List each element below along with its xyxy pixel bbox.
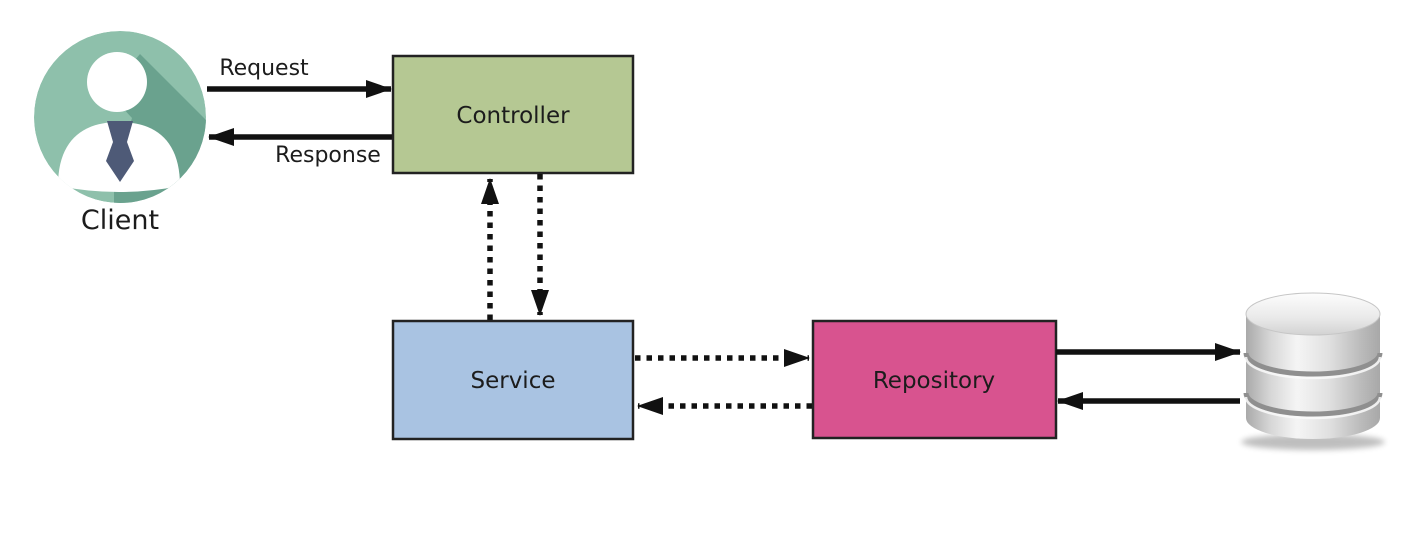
response-label: Response	[275, 143, 381, 168]
client-label: Client	[81, 205, 159, 236]
database-groove	[1243, 352, 1383, 377]
repository-label: Repository	[873, 368, 995, 394]
edge-request: Request	[207, 56, 392, 98]
avatar-head	[87, 52, 147, 112]
database-body	[1246, 314, 1380, 439]
avatar-tie	[106, 121, 134, 182]
edge-response: Response	[208, 128, 393, 168]
database-groove-highlight	[1244, 396, 1382, 420]
controller-label: Controller	[456, 103, 570, 129]
node-controller: Controller	[391, 54, 635, 175]
database-groove-highlight	[1244, 356, 1382, 380]
request-label: Request	[219, 56, 309, 81]
node-service: Service	[391, 319, 635, 441]
database-icon	[1241, 292, 1385, 450]
database-groove	[1243, 392, 1383, 417]
service-label: Service	[470, 368, 555, 394]
database-shadow	[1241, 434, 1385, 450]
node-repository: Repository	[811, 319, 1058, 440]
database-top	[1245, 292, 1381, 336]
client-avatar-icon: Client	[34, 31, 206, 236]
